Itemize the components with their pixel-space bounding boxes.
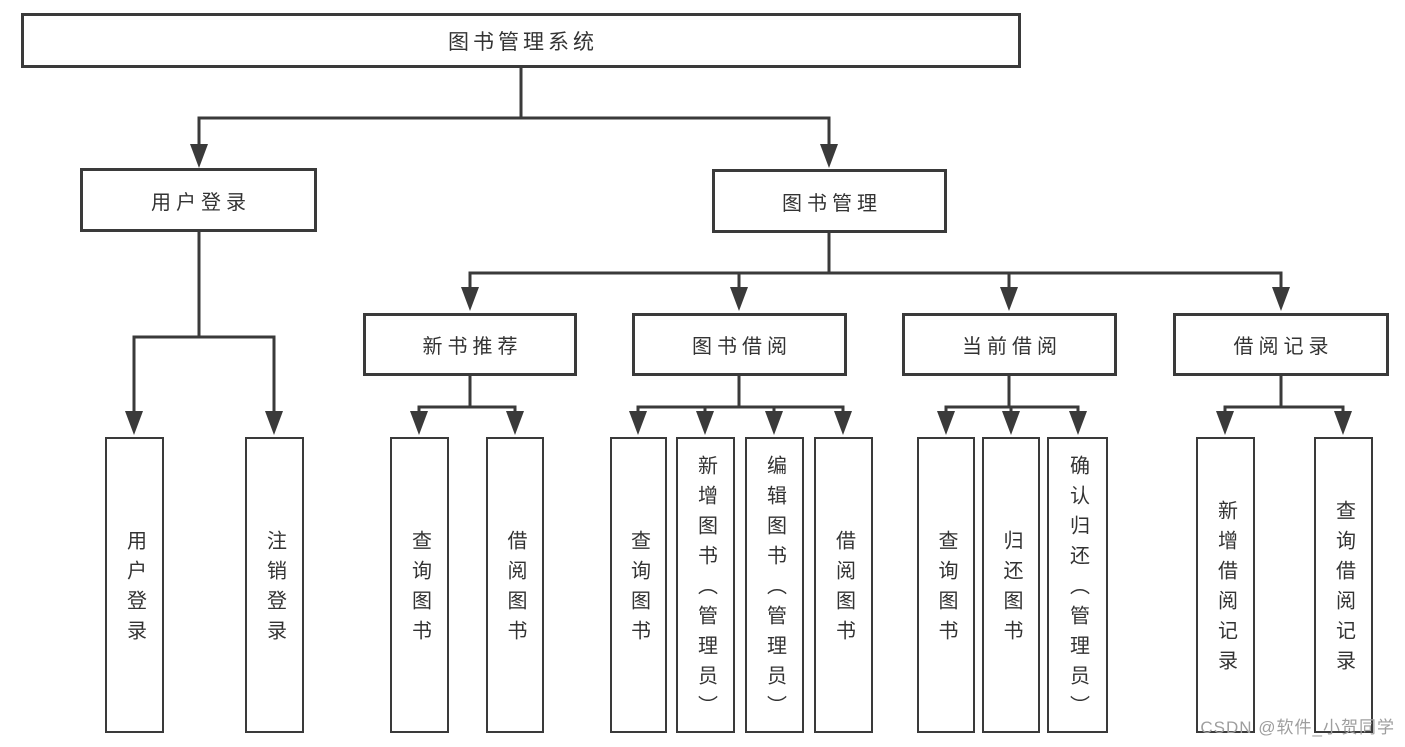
leaf-record-add-record: 新增借阅记录 bbox=[1196, 437, 1255, 733]
leaf-recommend-borrow-book: 借阅图书 bbox=[486, 437, 544, 733]
leaf-current-query-book: 查询图书 bbox=[917, 437, 975, 733]
node-book-management: 图书管理 bbox=[712, 169, 947, 233]
leaf-current-confirm-return-admin: 确认归还（管理员） bbox=[1047, 437, 1108, 733]
leaf-borrow-add-book-admin: 新增图书（管理员） bbox=[676, 437, 735, 733]
leaf-record-query-record: 查询借阅记录 bbox=[1314, 437, 1373, 733]
leaf-user-login: 用户登录 bbox=[105, 437, 164, 733]
node-library-system: 图书管理系统 bbox=[21, 13, 1021, 68]
leaf-borrow-edit-book-admin: 编辑图书（管理员） bbox=[745, 437, 804, 733]
node-new-book-recommend: 新书推荐 bbox=[363, 313, 577, 376]
node-borrow-record: 借阅记录 bbox=[1173, 313, 1389, 376]
node-current-borrow: 当前借阅 bbox=[902, 313, 1117, 376]
arrowheads bbox=[125, 144, 1352, 435]
csdn-watermark: CSDN @软件_小贺同学 bbox=[1200, 718, 1395, 737]
leaf-borrow-borrow-book: 借阅图书 bbox=[814, 437, 873, 733]
leaf-recommend-query-book: 查询图书 bbox=[390, 437, 449, 733]
node-book-borrow: 图书借阅 bbox=[632, 313, 847, 376]
leaf-logout: 注销登录 bbox=[245, 437, 304, 733]
leaf-current-return-book: 归还图书 bbox=[982, 437, 1040, 733]
node-user-login: 用户登录 bbox=[80, 168, 317, 232]
leaf-borrow-query-book: 查询图书 bbox=[610, 437, 667, 733]
